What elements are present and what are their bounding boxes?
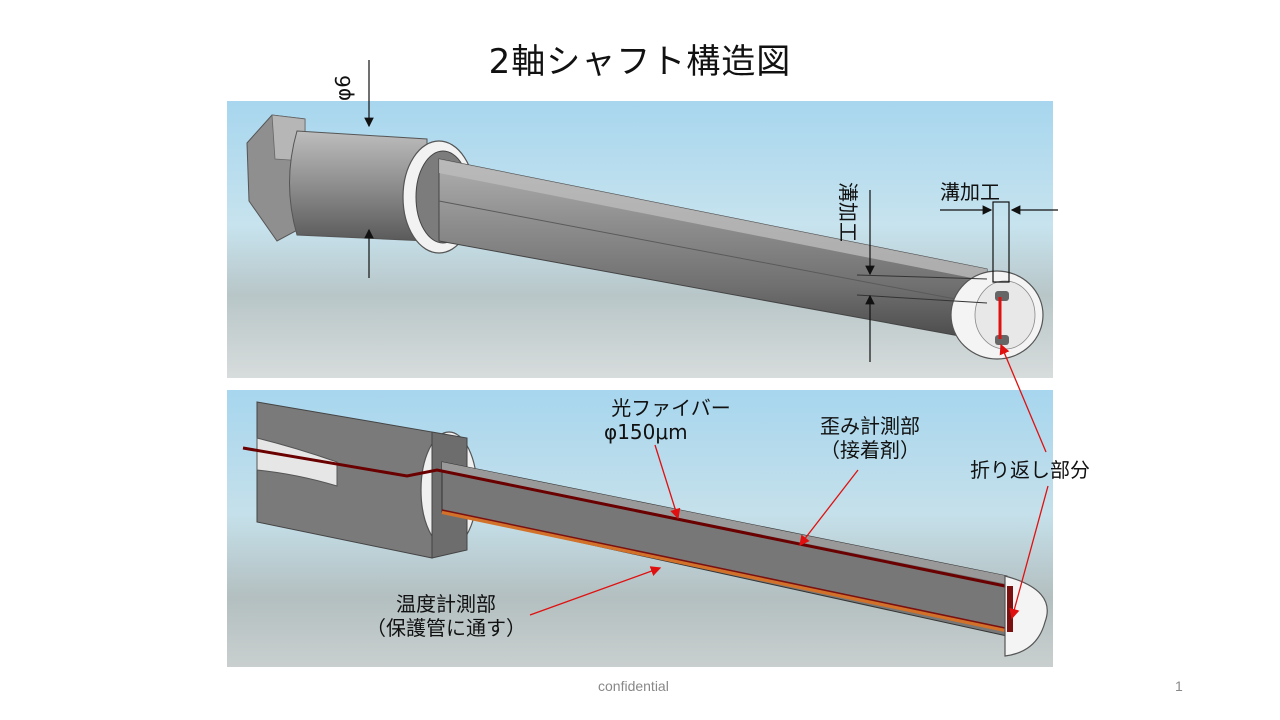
shaft-3d-view (227, 101, 1053, 378)
footer-confidential: confidential (598, 678, 669, 694)
temp-label-line2: （保護管に通す） (366, 616, 526, 640)
temp-label-line1: 温度計測部 (396, 592, 496, 616)
fiber-label-line2: φ150μm (604, 420, 688, 444)
groove-label-horizontal: 溝加工 (940, 180, 1000, 204)
shaft-section-illustration (227, 390, 1053, 667)
strain-label-line2: （接着剤） (820, 438, 920, 462)
fold-label: 折り返し部分 (970, 458, 1090, 482)
temp-label: 温度計測部 （保護管に通す） (356, 592, 536, 640)
fiber-label: 光ファイバー φ150μm (596, 396, 746, 444)
page-number: 1 (1175, 678, 1183, 694)
shaft-section-view (227, 390, 1053, 667)
groove-label-vertical: 溝加工 (836, 182, 860, 242)
fiber-label-line1: 光ファイバー (611, 396, 731, 420)
strain-label: 歪み計測部 （接着剤） (800, 414, 940, 462)
strain-label-line1: 歪み計測部 (820, 414, 920, 438)
shaft-3d-illustration (227, 101, 1053, 378)
diameter-label: φ6 (330, 75, 355, 101)
slide-title: 2軸シャフト構造図 (488, 42, 792, 82)
